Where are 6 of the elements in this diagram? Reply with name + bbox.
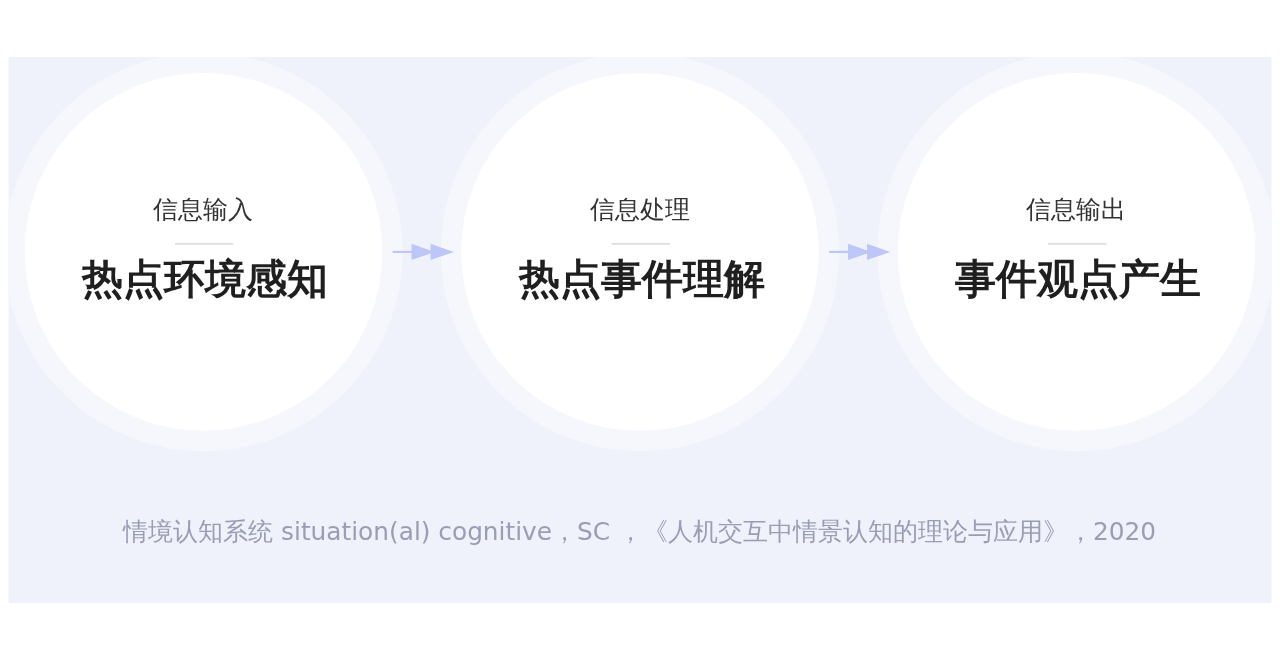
arrow xyxy=(392,243,454,261)
node-circle: 信息输出 事件观点产生 xyxy=(877,57,1272,452)
node-circle: 信息处理 热点事件理解 xyxy=(440,57,840,452)
node-circle: 信息输入 热点环境感知 xyxy=(8,57,403,452)
arrow xyxy=(829,243,891,261)
caption: 情境认知系统 situation(al) cognitive，SC ，《人机交互中情景认知的理论与应用》，2020 xyxy=(123,517,1157,547)
